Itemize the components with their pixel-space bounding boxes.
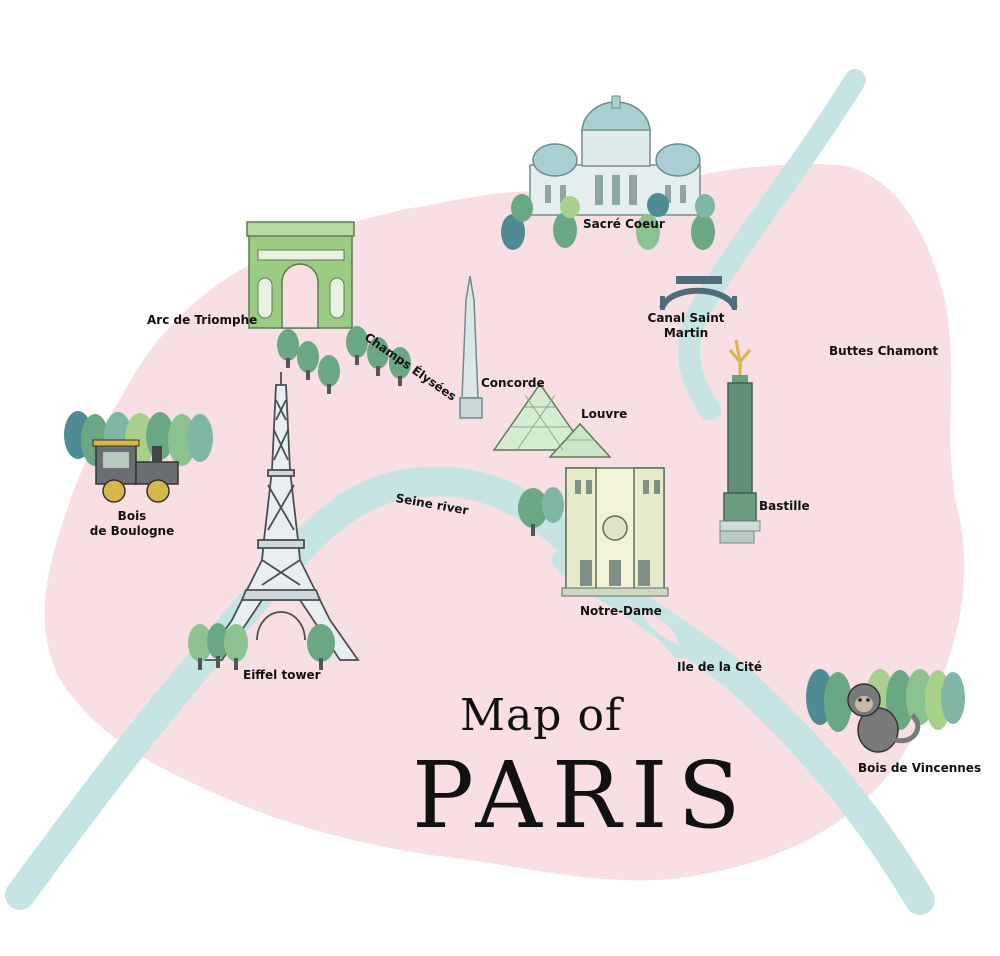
obelisk-icon <box>459 275 483 419</box>
sacre-coeur-icon <box>529 95 701 216</box>
label-boulogne-line2: de Boulogne <box>89 524 175 538</box>
monkey-icon <box>847 683 921 753</box>
label-louvre: Louvre <box>581 407 628 421</box>
champs-elysees-trees <box>277 326 411 394</box>
label-arc-de-triomphe: Arc de Triomphe <box>147 313 258 327</box>
label-canal-saint-martin: Canal Saint Martin <box>642 311 730 341</box>
label-canal-line2: Martin <box>663 326 709 340</box>
seine-river <box>5 466 935 915</box>
city-area <box>44 164 965 881</box>
label-concorde: Concorde <box>481 376 545 390</box>
canal-bridge-icon <box>659 276 738 310</box>
label-bois-de-vincennes: Bois de Vincennes <box>858 761 982 775</box>
label-bastille: Bastille <box>759 499 810 513</box>
notre-dame-trees <box>518 487 564 536</box>
map-title-line2: PARIS <box>412 742 751 849</box>
label-canal-line1: Canal Saint <box>647 311 725 325</box>
arc-de-triomphe-icon <box>246 221 355 329</box>
louvre-pyramid-icon <box>492 382 612 458</box>
sacre-coeur-trees <box>501 193 715 250</box>
notre-dame-icon <box>561 467 669 597</box>
map-title-line1: Map of <box>460 690 623 741</box>
label-ile-de-la-cite: Ile de la Cité <box>677 660 762 674</box>
label-eiffel-tower: Eiffel tower <box>243 668 321 682</box>
label-notre-dame: Notre-Dame <box>580 604 662 618</box>
label-bois-de-boulogne: Bois de Boulogne <box>82 509 182 539</box>
bois-de-boulogne-trees <box>64 411 213 467</box>
bastille-column-icon <box>719 339 761 544</box>
eiffel-trees <box>188 623 335 670</box>
ile-de-la-cite-island <box>640 610 680 645</box>
label-boulogne-line1: Bois <box>117 509 147 523</box>
train-icon <box>92 439 179 503</box>
label-sacre-coeur: Sacré Coeur <box>583 217 665 231</box>
eiffel-tower-icon <box>202 372 360 661</box>
canal-stream <box>678 69 866 421</box>
label-buttes-chamont: Buttes Chamont <box>829 344 939 358</box>
